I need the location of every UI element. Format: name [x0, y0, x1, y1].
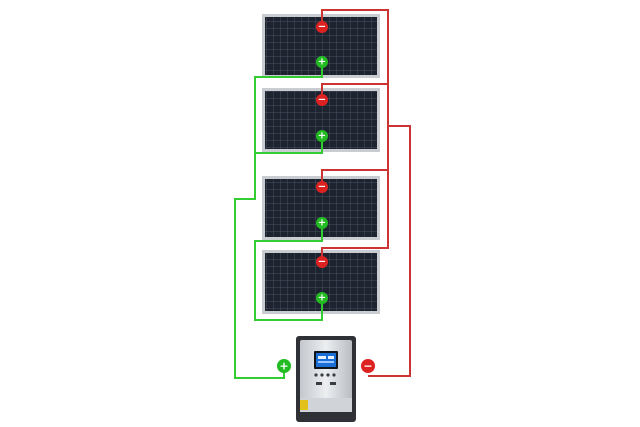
- svg-text:+: +: [279, 360, 288, 373]
- panel-2-negative-terminal: −: [316, 94, 328, 106]
- svg-text:+: +: [318, 131, 326, 142]
- inverter-display: [314, 351, 338, 369]
- panel-1-positive-terminal: +: [316, 56, 328, 68]
- inverter-positive-terminal: +: [277, 359, 291, 373]
- panel-2-positive-terminal: +: [316, 130, 328, 142]
- panel-3-positive-terminal: +: [316, 217, 328, 229]
- positive-wiring: [234, 62, 323, 379]
- inverter-label-sticker: [300, 400, 308, 410]
- inverter-buttons: [314, 373, 336, 385]
- svg-text:+: +: [318, 57, 326, 68]
- panel-terminals: − + − + − + − +: [316, 21, 328, 304]
- svg-text:−: −: [363, 360, 372, 373]
- panel-4-positive-terminal: +: [316, 292, 328, 304]
- svg-text:−: −: [318, 257, 326, 268]
- svg-text:+: +: [318, 218, 326, 229]
- svg-text:−: −: [318, 182, 326, 193]
- panel-1-negative-terminal: −: [316, 21, 328, 33]
- panel-4-negative-terminal: −: [316, 256, 328, 268]
- svg-text:+: +: [318, 293, 326, 304]
- panel-3-negative-terminal: −: [316, 181, 328, 193]
- inverter-negative-terminal: −: [361, 359, 375, 373]
- svg-text:−: −: [318, 95, 326, 106]
- inverter-icon: [296, 336, 356, 422]
- svg-text:−: −: [318, 22, 326, 33]
